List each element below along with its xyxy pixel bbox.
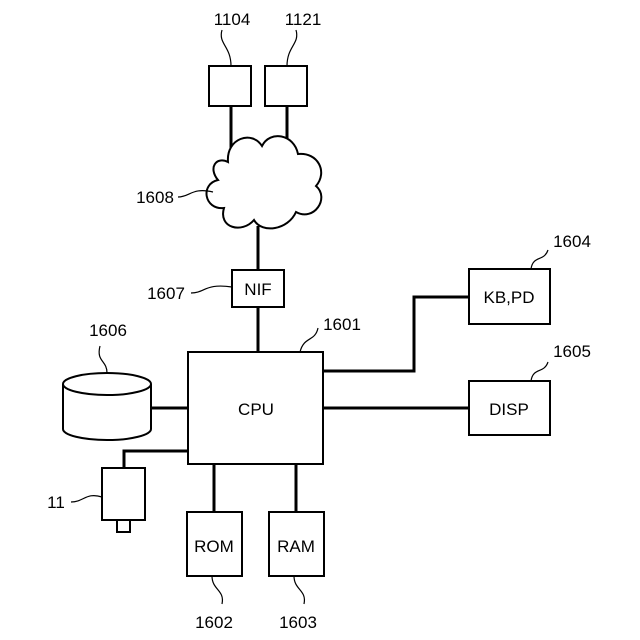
kbpd-leader xyxy=(531,250,548,269)
network-cloud-ref: 1608 xyxy=(136,188,174,207)
nif-ref: 1607 xyxy=(147,284,185,303)
device-1121-leader xyxy=(287,30,297,66)
device-1121: 1121 xyxy=(265,10,321,106)
storage-ref: 1606 xyxy=(89,321,127,340)
rom-ref: 1602 xyxy=(195,613,233,632)
ram-label: RAM xyxy=(277,537,315,556)
device-1121-box xyxy=(265,66,307,106)
camera-leader xyxy=(71,496,102,502)
link-cpu-camera xyxy=(124,451,188,468)
network-cloud-icon xyxy=(207,136,322,228)
kbpd-ref: 1604 xyxy=(553,232,591,251)
storage-cylinder-top xyxy=(63,373,151,395)
storage-leader xyxy=(99,346,107,373)
device-1104-ref: 1104 xyxy=(214,10,251,29)
cpu-leader xyxy=(300,328,318,352)
rom-leader xyxy=(212,576,222,604)
camera-ref: 11 xyxy=(47,493,65,512)
cpu-label: CPU xyxy=(238,400,274,419)
kbpd-1604: KB,PD 1604 xyxy=(469,232,591,324)
cpu-1601: CPU 1601 xyxy=(188,315,361,464)
device-1104-box xyxy=(209,66,251,106)
nif-leader xyxy=(191,286,232,293)
nif-1607: NIF 1607 xyxy=(147,270,284,307)
camera-lens-icon xyxy=(117,520,130,532)
device-1104-leader xyxy=(221,30,231,66)
ram-1603: RAM 1603 xyxy=(269,512,324,632)
storage-1606: 1606 xyxy=(63,321,151,440)
ram-ref: 1603 xyxy=(279,613,317,632)
device-1121-ref: 1121 xyxy=(285,10,322,29)
disp-label: DISP xyxy=(489,400,529,419)
rom-1602: ROM 1602 xyxy=(187,512,242,632)
link-cpu-kbpd xyxy=(323,297,469,371)
disp-ref: 1605 xyxy=(553,342,591,361)
nif-label: NIF xyxy=(244,280,271,299)
camera-11: 11 xyxy=(47,468,145,532)
device-1104: 1104 xyxy=(209,10,251,106)
disp-1605: DISP 1605 xyxy=(469,342,591,435)
camera-body-icon xyxy=(102,468,145,520)
ram-leader xyxy=(294,576,304,604)
rom-label: ROM xyxy=(194,537,234,556)
cpu-ref: 1601 xyxy=(323,315,361,334)
disp-leader xyxy=(531,362,548,381)
kbpd-label: KB,PD xyxy=(483,288,534,307)
network-cloud-1608: 1608 xyxy=(136,136,321,228)
